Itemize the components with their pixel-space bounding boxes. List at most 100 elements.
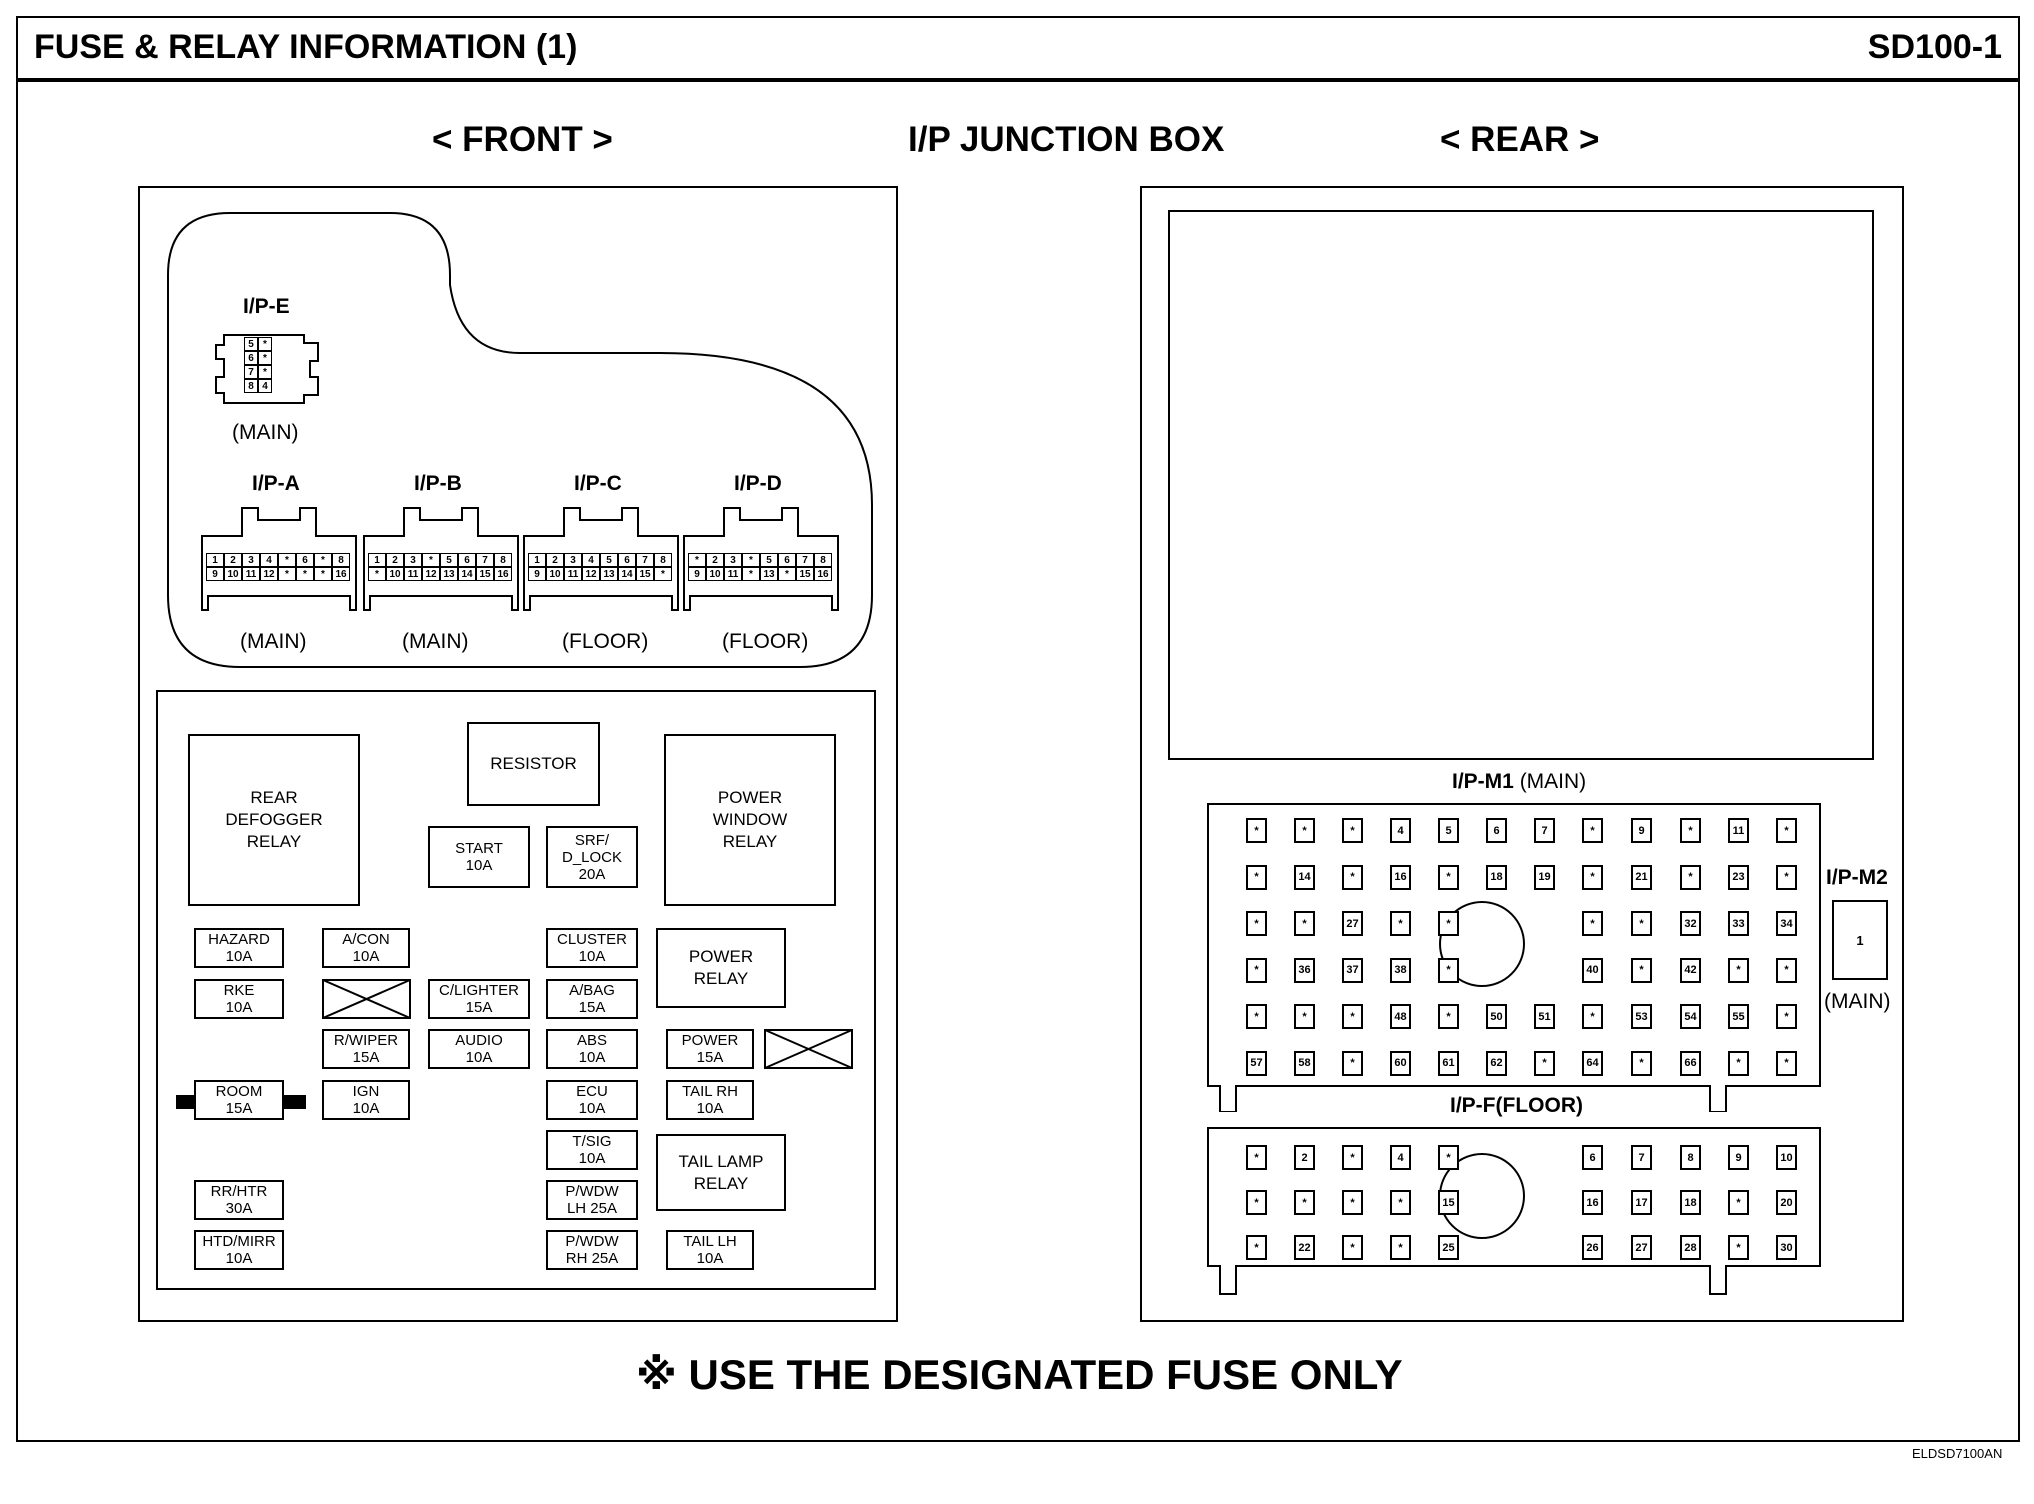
connector-pin: 13 [600,567,618,581]
fuse-text: TAIL LH [683,1233,737,1250]
fuse-text: HAZARD [208,931,270,948]
fuse-text: C/LIGHTER [438,982,519,999]
connector-pin: * [314,567,332,581]
rear-defogger-relay[interactable]: REAR DEFOGGER RELAY [188,734,360,906]
fuse-text: HTD/MIRR [202,1233,276,1250]
connector-pin: 9 [688,567,706,581]
connector-area-outline [167,212,873,668]
ipd-label: I/P-D [734,472,782,495]
fuse-text: 10A [578,1150,606,1167]
fuse-text: ROOM [215,1083,263,1100]
connector-pin: * [1631,957,1652,983]
connector-pin: * [1342,1004,1363,1029]
connector-pin: 6 [1486,818,1507,843]
connector-pin: * [1582,818,1603,843]
fuse-text: P/WDW [565,1183,619,1200]
power-window-relay[interactable]: POWER WINDOW RELAY [664,734,836,906]
junction-box-heading: I/P JUNCTION BOX [908,120,1225,159]
connector-pin: * [1246,1235,1267,1260]
connector-pin: 14 [1294,864,1315,890]
connector-pin: 9 [206,567,224,581]
resistor[interactable]: RESISTOR [467,722,600,806]
connector-pin: * [1294,1190,1315,1215]
connector-pin: * [1438,864,1459,890]
ipm2-label: I/P-M2 [1826,866,1888,889]
fuse-text: 15A [465,999,493,1016]
connector-pin: 9 [528,567,546,581]
image-code: ELDSD7100AN [1912,1446,2003,1461]
ipc-label: I/P-C [574,472,622,495]
power-relay[interactable]: POWER RELAY [656,928,786,1008]
document-code: SD100-1 [1867,28,2002,66]
fuse-text: AUDIO [455,1032,503,1049]
fuse-text: 10A [696,1100,724,1117]
connector-pin: * [1438,911,1459,936]
fuse-text: A/CON [342,931,390,948]
connector-pin: 17 [1631,1190,1652,1215]
connector-pin: * [1680,818,1701,843]
ipm2-connector[interactable]: 1 [1832,900,1888,980]
connector-pin: 7 [476,553,494,567]
connector-pin: * [1246,1145,1267,1170]
fuse-text: 10A [352,1100,380,1117]
fuse-text: 20A [578,865,606,883]
connector-pin: * [422,553,440,567]
connector-pin: * [1246,864,1267,890]
ipe-label: I/P-E [243,295,290,318]
ipb-label: I/P-B [414,472,462,495]
connector-pin: * [1582,911,1603,936]
ipa-sub-label: (MAIN) [240,630,307,653]
connector-pin: * [1776,957,1797,983]
connector-pin: 1 [528,553,546,567]
ipd-sub-label: (FLOOR) [722,630,809,653]
connector-pin: * [258,337,272,351]
connector-pin: 16 [494,567,512,581]
connector-pin: 15 [636,567,654,581]
connector-pin: 1 [368,553,386,567]
connector-pin: 10 [224,567,242,581]
connector-pin: * [1342,1235,1363,1260]
connector-pin: * [1246,1004,1267,1029]
connector-pin: 20 [1776,1190,1797,1215]
connector-pin: 12 [582,567,600,581]
tail-lamp-relay[interactable]: TAIL LAMP RELAY [656,1134,786,1211]
connector-pin: 3 [242,553,260,567]
fuse-text: 15A [696,1049,724,1066]
connector-pin: 53 [1631,1004,1652,1029]
connector-pin: 64 [1582,1050,1603,1076]
empty-fuse-slot-icon [322,979,411,1019]
connector-pin: 19 [1534,864,1555,890]
connector-pin: 16 [1390,864,1411,890]
connector-pin: 13 [760,567,778,581]
